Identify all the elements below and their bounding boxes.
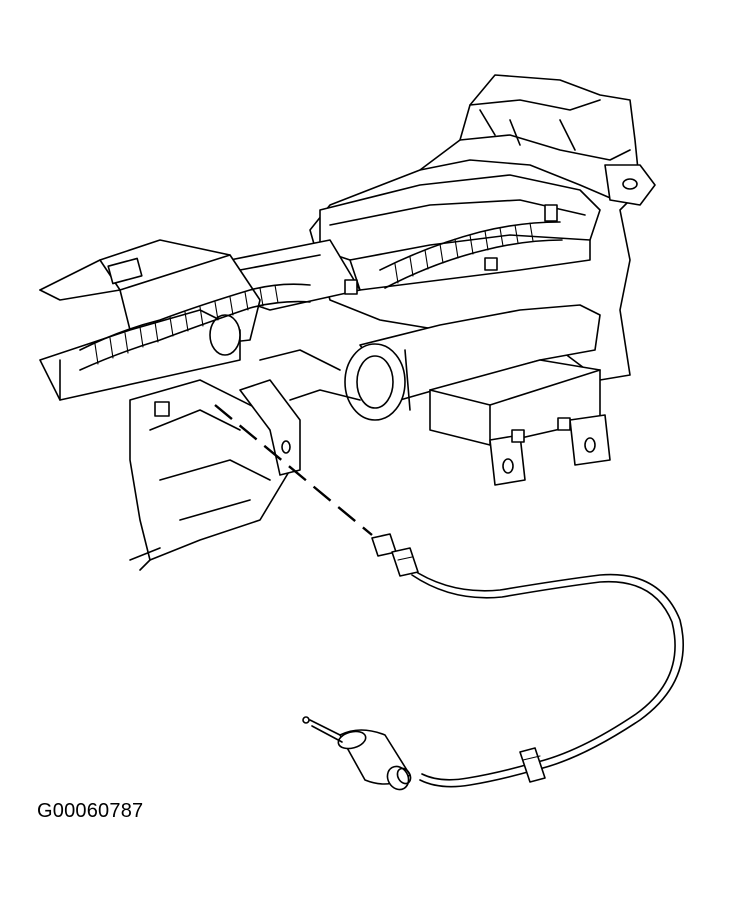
cable-assembly	[303, 534, 683, 793]
cable-actuator-cylinder	[303, 717, 413, 793]
harness-ribs-left	[95, 285, 278, 364]
cable-retaining-clip	[520, 748, 545, 782]
alignment-dashed-line	[215, 405, 372, 535]
instrument-panel-assembly	[40, 75, 655, 570]
upper-cable-connector	[372, 534, 418, 576]
figure-id-label: G00060787	[37, 800, 144, 822]
harness-ribs-right	[395, 223, 533, 283]
